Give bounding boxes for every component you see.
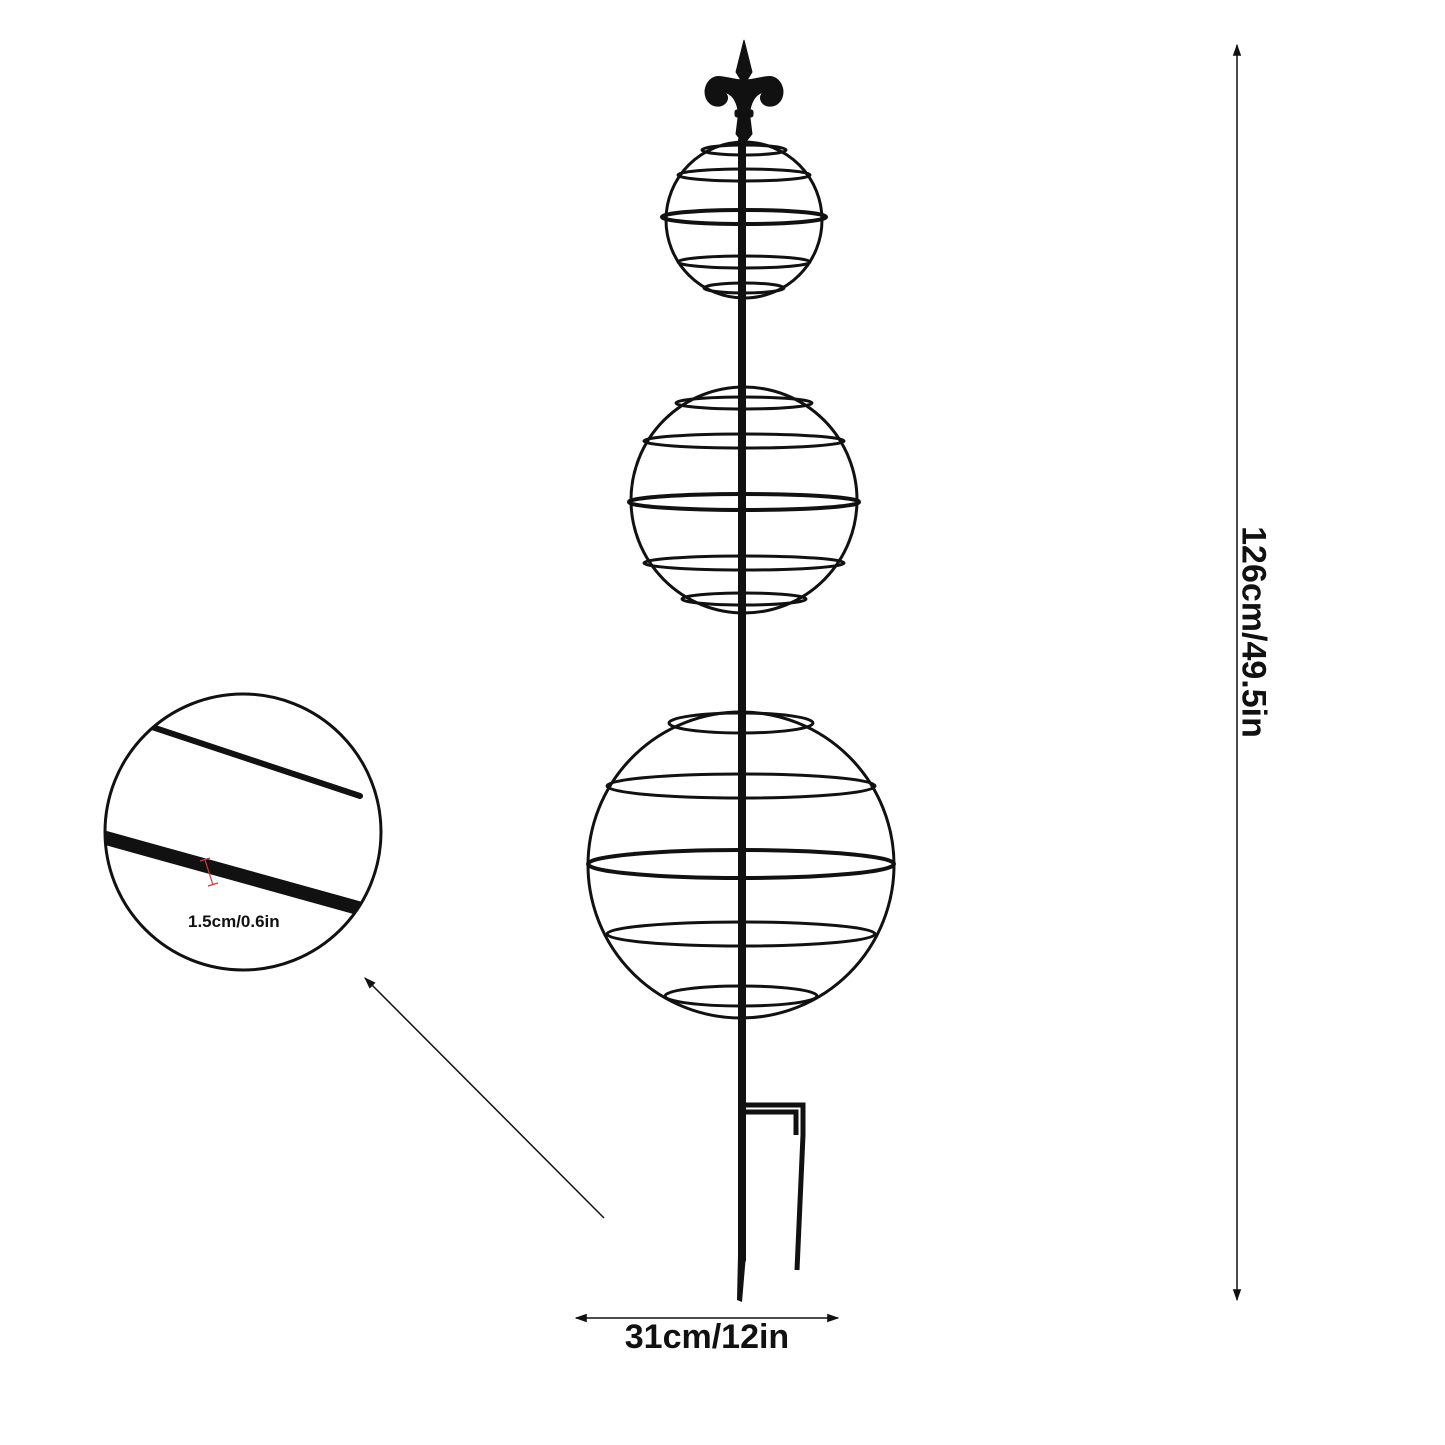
rod-detail-callout: [103, 692, 383, 972]
callout-pointer-arrow: [364, 977, 605, 1219]
thickness-marker: [199, 857, 219, 887]
trellis-sphere-large: [586, 710, 896, 1020]
fleur-de-lis-finial: [704, 39, 784, 145]
trellis-sphere-small: [660, 140, 828, 300]
height-dimension-label: 126cm/49.5in: [1234, 526, 1273, 738]
width-dimension-label: 31cm/12in: [624, 1318, 790, 1356]
rod-thickness-label: 1.5cm/0.6in: [188, 912, 280, 931]
trellis-stake: [737, 136, 746, 1302]
trellis-fork: [745, 1102, 806, 1271]
trellis-sphere-medium: [627, 385, 861, 615]
